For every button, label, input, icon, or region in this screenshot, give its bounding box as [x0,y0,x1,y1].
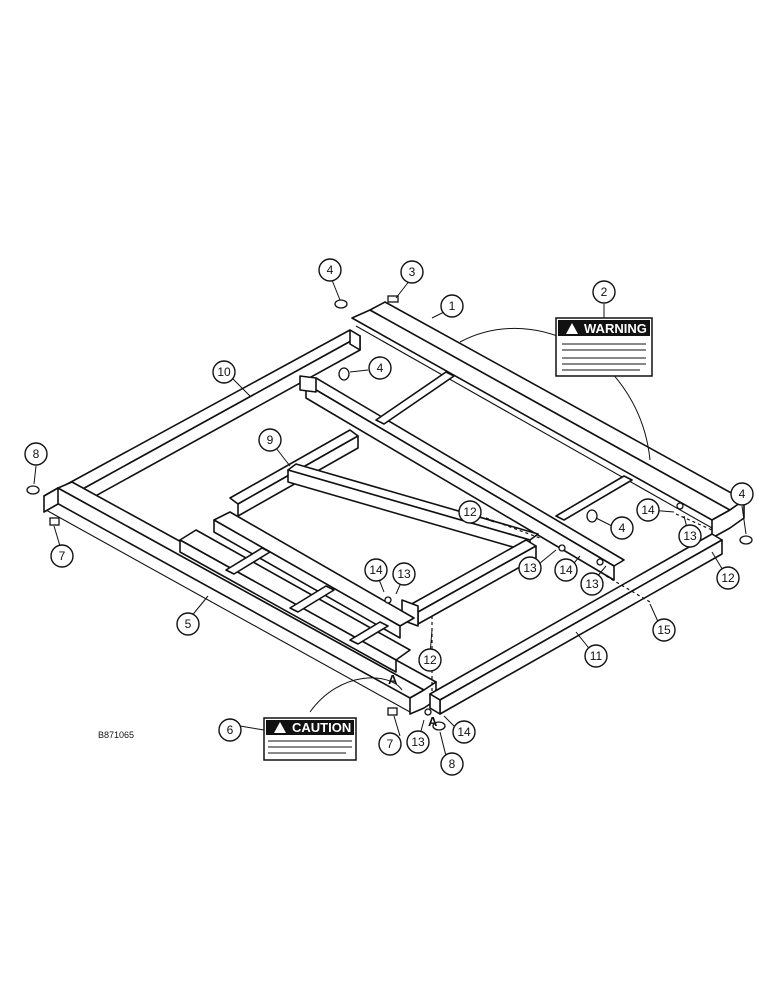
part-7-front [387,707,398,716]
callout-14-d: 14 [636,498,660,522]
svg-text:14: 14 [641,503,655,517]
callout-13-c: 13 [392,562,416,586]
part-8-left [26,485,40,495]
callout-13-a: 13 [518,556,542,580]
caution-decal: CAUTION [263,717,357,761]
svg-text:8: 8 [33,447,40,461]
short-cross-members [375,371,633,521]
callout-8-front: 8 [440,752,464,776]
callout-5: 5 [176,612,200,636]
svg-text:4: 4 [739,487,746,501]
callout-15: 15 [652,618,676,642]
svg-text:4: 4 [327,263,334,277]
callout-14-a: 14 [554,558,578,582]
warning-title: WARNING [584,321,647,336]
frame-inner-long [401,539,537,627]
part-4-mid [586,509,598,523]
svg-text:12: 12 [463,505,477,519]
svg-text:13: 13 [411,735,425,749]
svg-text:7: 7 [387,737,394,751]
warning-decal: WARNING [555,317,653,377]
callout-4-top: 4 [318,258,342,282]
callout-11: 11 [584,644,608,668]
svg-text:1: 1 [449,299,456,313]
callout-14-b: 14 [364,558,388,582]
cross-member-center [299,375,625,581]
svg-text:4: 4 [619,521,626,535]
svg-text:10: 10 [217,365,231,379]
svg-text:14: 14 [559,563,573,577]
drawing-reference: B871065 [98,730,134,740]
caution-leader [309,677,403,713]
svg-text:12: 12 [721,571,735,585]
svg-text:5: 5 [185,617,192,631]
svg-text:2: 2 [601,285,608,299]
callout-13-d: 13 [406,730,430,754]
ladder-frame [179,511,415,673]
callout-2: 2 [592,280,616,304]
svg-text:11: 11 [590,649,603,663]
callout-8-left: 8 [24,442,48,466]
callout-13-e: 13 [678,524,702,548]
svg-text:14: 14 [369,563,383,577]
svg-text:7: 7 [59,549,66,563]
svg-text:4: 4 [377,361,384,375]
section-mark-a-2: A [428,714,438,729]
callout-7-left: 7 [50,544,74,568]
callout-markers: 1 2 3 4 4 4 4 5 6 7 7 8 8 9 10 11 12 12 … [24,258,754,776]
svg-text:13: 13 [585,577,599,591]
callout-4-right: 4 [730,482,754,506]
hardware-parts [26,295,753,731]
frame-part-9 [229,429,539,553]
svg-text:15: 15 [657,623,671,637]
callout-12-mid: 12 [458,500,482,524]
part-7-left [49,517,60,526]
svg-text:13: 13 [683,529,697,543]
callout-12-front: 12 [418,648,442,672]
caution-title: CAUTION [292,720,351,735]
svg-text:3: 3 [409,265,416,279]
callout-13-b: 13 [580,572,604,596]
part-8-front [432,721,446,731]
svg-text:13: 13 [523,561,537,575]
svg-text:6: 6 [227,723,234,737]
svg-text:12: 12 [423,653,437,667]
rail-part-10 [59,329,361,511]
part-3 [387,295,399,303]
callout-4-upper: 4 [368,356,392,380]
callout-3: 3 [400,260,424,284]
callout-12-right: 12 [716,566,740,590]
svg-text:9: 9 [267,433,274,447]
svg-text:13: 13 [397,567,411,581]
callout-6: 6 [218,718,242,742]
callout-7-front: 7 [378,732,402,756]
part-4-top [334,299,348,309]
callout-1: 1 [440,294,464,318]
part-4-upper [338,367,350,381]
svg-text:14: 14 [457,725,471,739]
rail-part-1 [351,301,745,539]
svg-text:8: 8 [449,757,456,771]
section-mark-a-1: A [388,672,398,687]
callout-10: 10 [212,360,236,384]
rail-part-11 [429,533,723,715]
callout-14-c: 14 [452,720,476,744]
callout-9: 9 [258,428,282,452]
part-4-right [739,535,753,545]
callout-4-mid: 4 [610,516,634,540]
